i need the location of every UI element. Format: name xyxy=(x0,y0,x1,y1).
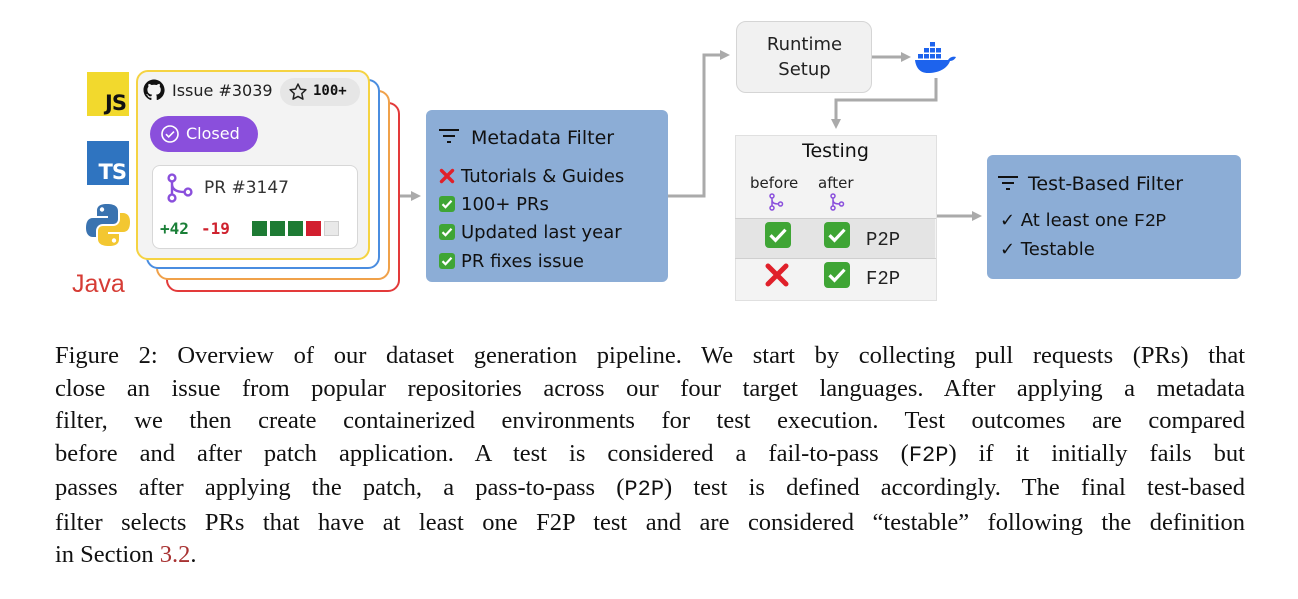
closed-status-label: Closed xyxy=(186,124,240,143)
test-filter-item-label: ✓ At least one xyxy=(1000,210,1135,231)
test-name-p2p: P2P xyxy=(866,229,901,251)
filter-icon xyxy=(439,129,459,143)
js-label: JS xyxy=(105,91,127,115)
java-label: Java xyxy=(72,270,125,298)
caption-text: . xyxy=(190,541,197,568)
metadata-item: PR fixes issue xyxy=(439,251,584,272)
metadata-item-label: 100+ PRs xyxy=(461,194,549,215)
metadata-filter-box xyxy=(426,110,668,282)
runtime-setup-box xyxy=(736,21,872,93)
caption-line: passes after applying the patch, a pass-… xyxy=(55,472,1245,507)
javascript-logo-icon: JS xyxy=(87,72,129,116)
figure-caption: Figure 2: Overview of our dataset genera… xyxy=(55,340,1245,572)
section-reference-link[interactable]: 3.2 xyxy=(159,541,191,568)
test-filter-item: ✓ At least one F2P xyxy=(1000,210,1166,232)
filter-icon xyxy=(998,176,1018,190)
python-logo-icon xyxy=(86,204,130,246)
green-check-icon xyxy=(439,196,455,212)
after-merge-icon xyxy=(830,193,845,211)
arrow-metadata-to-runtime xyxy=(668,50,730,198)
docker-icon xyxy=(915,42,956,73)
test-filter-item-label: ✓ Testable xyxy=(1000,239,1095,260)
caption-line: filter, we then create containerized env… xyxy=(55,407,1245,434)
caption-text: ) test is defined accordingly. The final… xyxy=(664,474,1245,501)
runtime-setup-label: Runtime Setup xyxy=(766,34,843,80)
caption-text: ) if it initially fails but xyxy=(948,439,1245,467)
pr-number: PR #3147 xyxy=(204,178,289,198)
caption-code: P2P xyxy=(624,477,665,502)
metadata-item-label: PR fixes issue xyxy=(461,251,584,272)
red-cross-icon xyxy=(439,168,455,184)
caption-line: before and after patch application. A te… xyxy=(55,438,1245,473)
diff-block-green xyxy=(270,221,285,236)
green-check-icon xyxy=(765,222,791,248)
pipeline-arrows xyxy=(398,50,982,221)
deletions-count: -19 xyxy=(201,219,230,238)
caption-text: passes after applying the patch, a pass-… xyxy=(55,474,625,501)
metadata-item: 100+ PRs xyxy=(439,194,549,215)
green-check-icon xyxy=(439,224,455,240)
typescript-logo-icon: TS xyxy=(87,141,129,185)
caption-line: in Section 3.2. xyxy=(55,539,1245,572)
test-name-f2p: F2P xyxy=(866,268,901,290)
check-circle-icon xyxy=(161,125,179,143)
green-check-icon xyxy=(439,253,455,269)
arrow-docker-to-testing xyxy=(831,78,938,129)
metadata-filter-title: Metadata Filter xyxy=(471,127,615,149)
diff-block-red xyxy=(306,221,321,236)
caption-text: before and after patch application. A te… xyxy=(55,439,909,467)
caption-line: Figure 2: Overview of our dataset genera… xyxy=(55,342,1245,369)
testing-title: Testing xyxy=(802,140,869,162)
before-column-header: before xyxy=(750,174,799,192)
metadata-item-label: Tutorials & Guides xyxy=(461,166,625,187)
caption-line: filter selects PRs that have at least on… xyxy=(55,508,1245,536)
caption-text: in Section xyxy=(55,541,160,568)
metadata-item-label: Updated last year xyxy=(461,222,622,243)
test-based-filter-box xyxy=(987,155,1241,279)
red-cross-icon xyxy=(765,263,789,287)
metadata-item: Updated last year xyxy=(439,222,622,243)
star-count: 100+ xyxy=(313,83,347,99)
test-filter-item-code: F2P xyxy=(1134,212,1167,232)
test-filter-item: ✓ Testable xyxy=(1000,239,1095,260)
diff-block-gray xyxy=(324,221,339,236)
diff-block-green xyxy=(288,221,303,236)
green-check-icon xyxy=(824,262,850,288)
green-check-icon xyxy=(824,222,850,248)
diff-block-green xyxy=(252,221,267,236)
github-icon xyxy=(143,79,165,101)
closed-status-badge xyxy=(150,116,258,152)
issue-number: Issue #3039 xyxy=(172,81,273,100)
star-icon xyxy=(289,83,307,100)
row-divider xyxy=(735,218,936,219)
after-column-header: after xyxy=(818,174,854,192)
metadata-item: Tutorials & Guides xyxy=(439,166,624,187)
ts-label: TS xyxy=(98,160,127,184)
merge-icon xyxy=(167,173,193,203)
before-merge-icon xyxy=(769,193,784,211)
caption-line: close an issue from popular repositories… xyxy=(55,374,1245,402)
additions-count: +42 xyxy=(160,219,189,238)
caption-code: F2P xyxy=(908,442,949,468)
row-divider xyxy=(735,258,936,259)
test-based-filter-title: Test-Based Filter xyxy=(1028,173,1184,195)
